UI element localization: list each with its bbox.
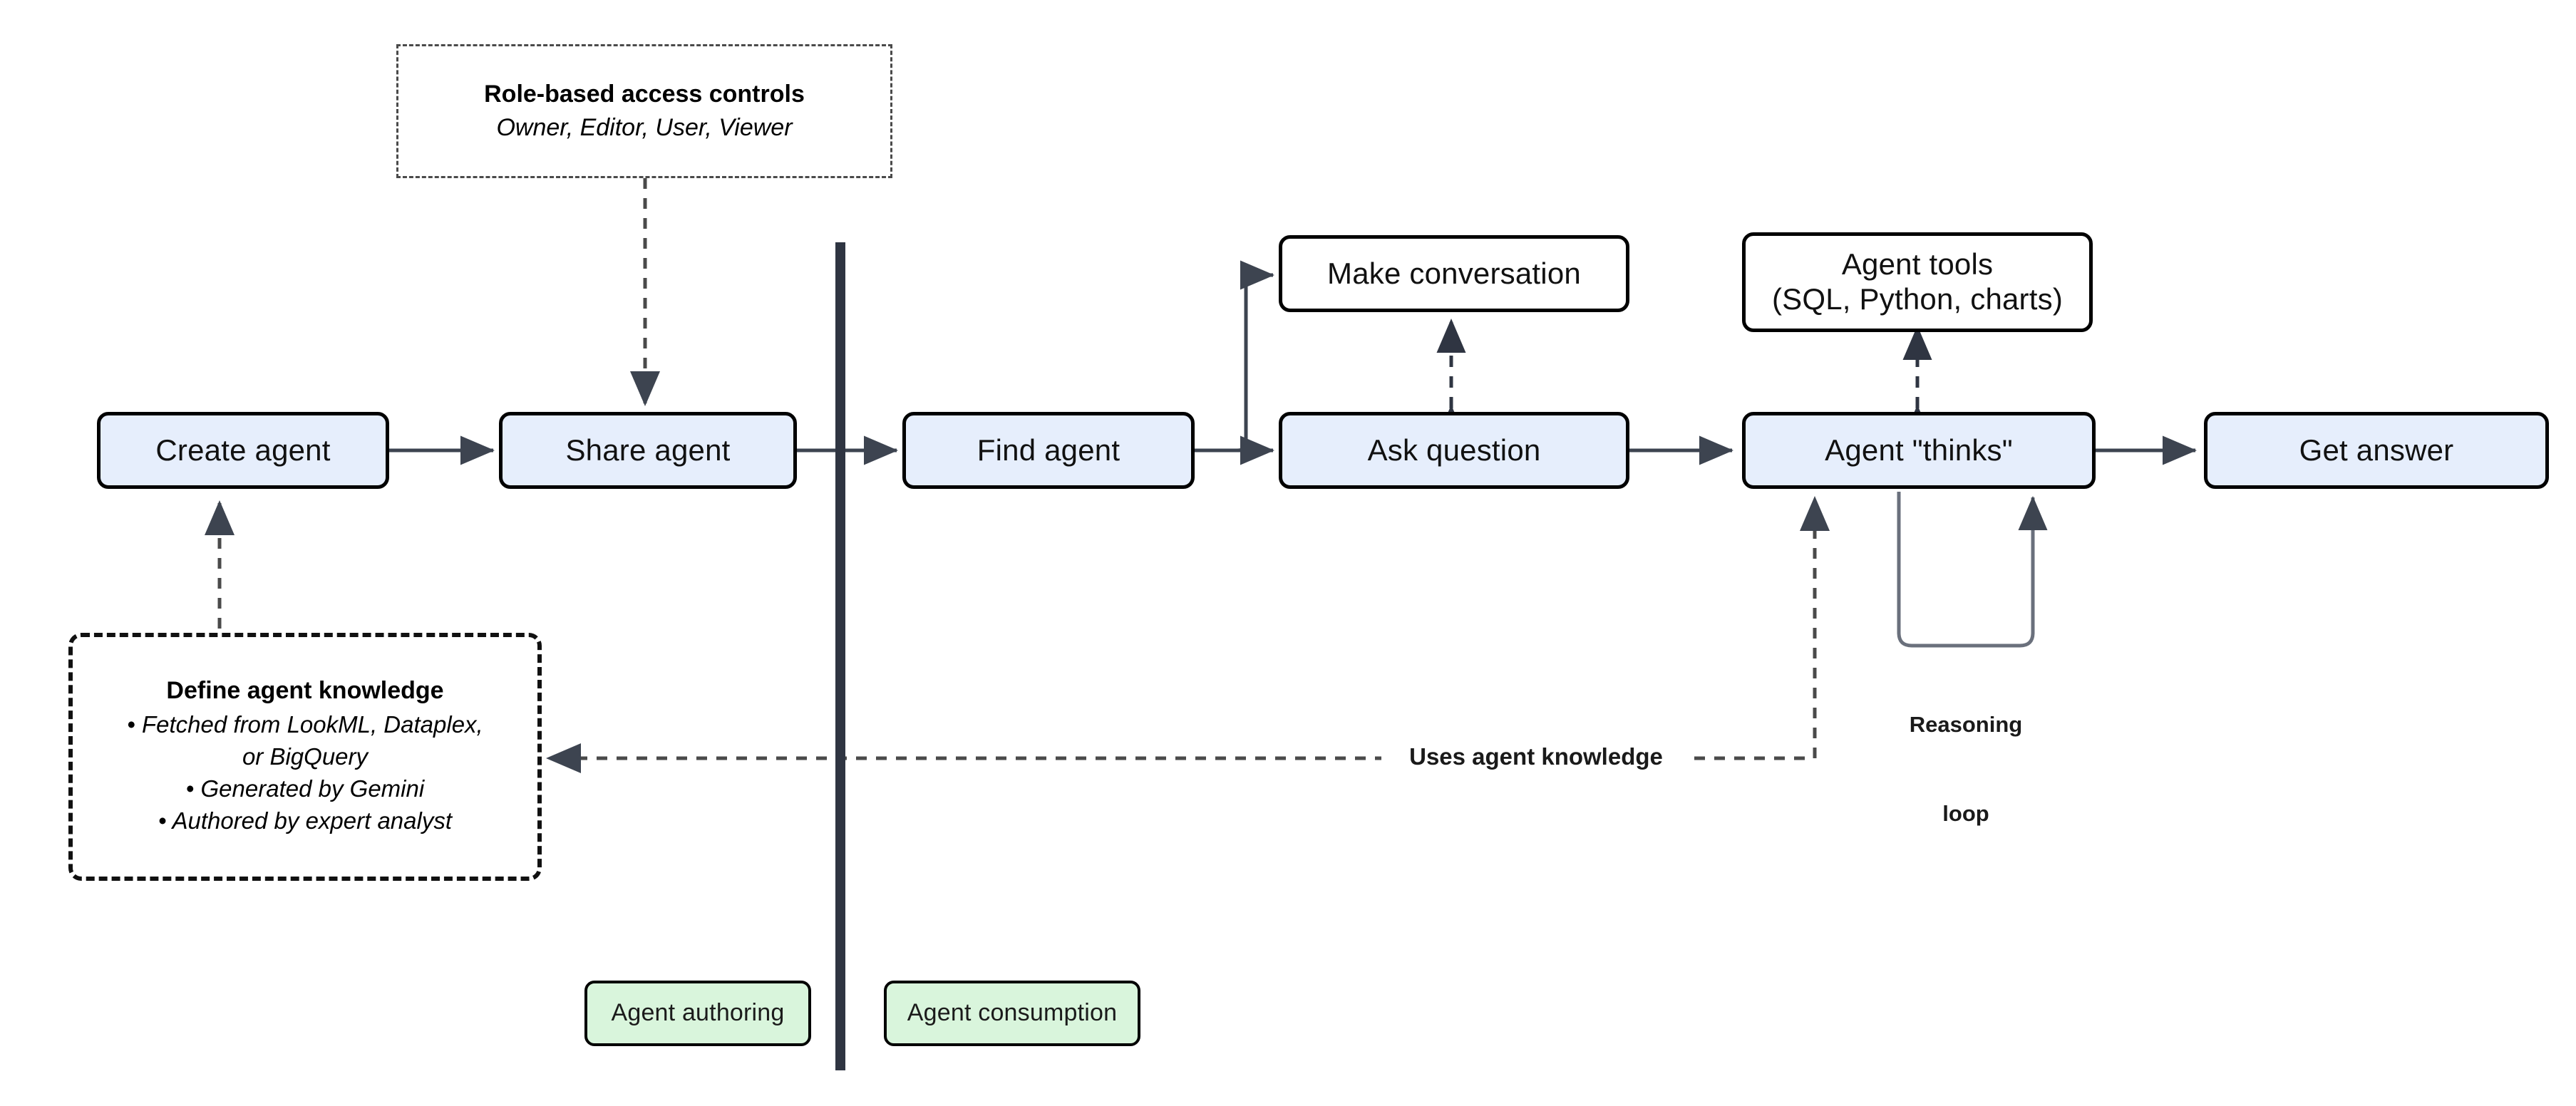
node-find-agent[interactable]: Find agent xyxy=(902,412,1195,489)
knowledge-title: Define agent knowledge xyxy=(166,676,444,704)
node-get-answer[interactable]: Get answer xyxy=(2204,412,2549,489)
legend-agent-authoring[interactable]: Agent authoring xyxy=(584,981,811,1046)
node-ask-question-label: Ask question xyxy=(1367,433,1541,467)
knowledge-annotation-box: Define agent knowledge • Fetched from Lo… xyxy=(68,633,542,881)
node-agent-tools[interactable]: Agent tools (SQL, Python, charts) xyxy=(1742,232,2093,332)
node-agent-thinks[interactable]: Agent "thinks" xyxy=(1742,412,2096,489)
rbac-title: Role-based access controls xyxy=(484,80,805,108)
node-share-agent-label: Share agent xyxy=(565,433,731,467)
legend-agent-authoring-label: Agent authoring xyxy=(611,999,785,1027)
node-create-agent[interactable]: Create agent xyxy=(97,412,389,489)
node-create-agent-label: Create agent xyxy=(155,433,331,467)
legend-agent-consumption[interactable]: Agent consumption xyxy=(884,981,1140,1046)
authoring-consumption-divider xyxy=(835,242,845,1070)
node-agent-tools-label-line2: (SQL, Python, charts) xyxy=(1771,282,2064,316)
rbac-subtitle: Owner, Editor, User, Viewer xyxy=(496,114,793,142)
node-agent-tools-label-line1: Agent tools xyxy=(1841,247,1994,281)
reasoning-loop-label-line1: Reasoning xyxy=(1909,711,2023,737)
list-item: • Generated by Gemini xyxy=(185,775,425,802)
uses-agent-knowledge-label: Uses agent knowledge xyxy=(1381,741,1691,773)
edge-find-to-make-conversation xyxy=(1212,260,1275,453)
legend-agent-consumption-label: Agent consumption xyxy=(907,999,1118,1027)
knowledge-bullet-list: • Fetched from LookML, Dataplex, or BigQ… xyxy=(127,708,483,838)
reasoning-loop-label-line2: loop xyxy=(1942,801,1989,827)
edge-reasoning-loop xyxy=(1897,492,2048,648)
list-item: • Fetched from LookML, Dataplex, xyxy=(127,711,483,738)
node-share-agent[interactable]: Share agent xyxy=(499,412,797,489)
list-item: or BigQuery xyxy=(242,743,369,770)
node-make-conversation[interactable]: Make conversation xyxy=(1279,235,1629,312)
reasoning-loop-label: Reasoning loop xyxy=(1887,650,2044,889)
rbac-annotation-box: Role-based access controls Owner, Editor… xyxy=(396,44,892,178)
node-find-agent-label: Find agent xyxy=(977,433,1120,467)
node-make-conversation-label: Make conversation xyxy=(1327,256,1581,290)
list-item: • Authored by expert analyst xyxy=(158,807,453,834)
node-get-answer-label: Get answer xyxy=(2299,433,2454,467)
node-ask-question[interactable]: Ask question xyxy=(1279,412,1629,489)
node-agent-thinks-label: Agent "thinks" xyxy=(1825,433,2013,467)
